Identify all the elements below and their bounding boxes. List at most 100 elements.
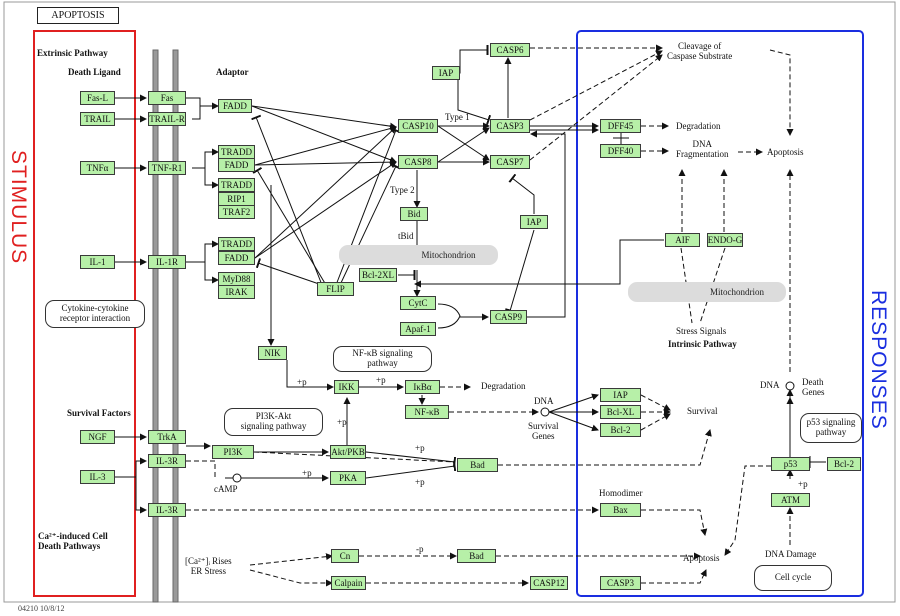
node-ngf[interactable]: NGF (80, 430, 115, 444)
node-iap-top[interactable]: IAP (432, 66, 460, 80)
node-bax[interactable]: Bax (600, 503, 641, 517)
label-cleavage: Cleavage of Caspase Substrate (667, 41, 733, 61)
node-casp3[interactable]: CASP3 (490, 119, 530, 133)
label-camp: cAMP (214, 484, 238, 494)
label-stress-signals: Stress Signals (676, 326, 727, 336)
node-endo-g[interactable]: ENDO-G (707, 233, 743, 247)
node-cytc[interactable]: CytC (400, 296, 436, 310)
label-survival: Survival (687, 406, 718, 416)
node-nf-kb[interactable]: NF-κB (405, 405, 449, 419)
node-trail[interactable]: TRAIL (80, 112, 115, 126)
responses-label: RESPONSES (867, 290, 890, 430)
node-trail-r[interactable]: TRAIL-R (148, 112, 186, 126)
mitochondrion-left: Mitochondrion (339, 245, 498, 265)
node-dff40[interactable]: DFF40 (600, 144, 641, 158)
node-il-3r[interactable]: IL-3R (148, 454, 186, 468)
node-trka[interactable]: TrkA (148, 430, 186, 444)
label-degradation-2: Degradation (481, 381, 526, 391)
label-apoptosis-2: Apoptosis (683, 553, 720, 563)
node-il-3r-2[interactable]: IL-3R (148, 503, 186, 517)
label-type1: Type 1 (445, 112, 470, 122)
node-traf2[interactable]: TRAF2 (218, 205, 255, 219)
node-aif[interactable]: AIF (665, 233, 700, 247)
node-bid[interactable]: Bid (400, 207, 428, 221)
node-tradd-3[interactable]: TRADD (218, 237, 255, 251)
link-cell-cycle[interactable]: Cell cycle (754, 565, 832, 591)
node-pi3k[interactable]: PI3K (212, 445, 254, 459)
node-irak[interactable]: IRAK (218, 285, 255, 299)
node-p53[interactable]: p53 (771, 457, 810, 471)
node-ikk[interactable]: IKK (334, 380, 359, 394)
label-dna-fragmentation: DNA Fragmentation (676, 139, 729, 159)
node-casp8[interactable]: CASP8 (398, 155, 438, 169)
node-fadd-2[interactable]: FADD (218, 158, 255, 172)
node-bcl-2-p53[interactable]: Bcl-2 (827, 457, 861, 471)
node-dff45[interactable]: DFF45 (600, 119, 641, 133)
label-p-atm: +p (798, 479, 808, 489)
node-bcl-xl-r[interactable]: Bcl-XL (600, 405, 641, 419)
node-pka[interactable]: PKA (330, 471, 366, 485)
node-casp10[interactable]: CASP10 (398, 119, 438, 133)
label-dna-damage: DNA Damage (765, 549, 817, 559)
node-tradd-2[interactable]: TRADD (218, 178, 255, 192)
label-tbid: tBid (398, 231, 414, 241)
node-flip[interactable]: FLIP (317, 282, 354, 296)
node-atm[interactable]: ATM (771, 493, 810, 507)
label-p-cn: -p (416, 544, 424, 554)
node-casp12[interactable]: CASP12 (530, 576, 568, 590)
node-fas-l[interactable]: Fas-L (80, 91, 115, 105)
label-death-genes: Death Genes (802, 377, 825, 397)
node-casp7[interactable]: CASP7 (490, 155, 530, 169)
node-bcl2xl-mito[interactable]: Bcl-2XL (359, 268, 397, 282)
diagram-title: APOPTOSIS (37, 7, 119, 24)
node-iap-r[interactable]: IAP (600, 388, 641, 402)
node-cn[interactable]: Cn (331, 549, 359, 563)
outer-frame (3, 1, 896, 603)
label-dna-2: DNA (760, 380, 780, 390)
mitochondrion-right: Mitochondrion (628, 282, 786, 302)
node-fadd-1[interactable]: FADD (218, 99, 252, 113)
node-il-3[interactable]: IL-3 (80, 470, 115, 484)
node-tradd-1[interactable]: TRADD (218, 145, 255, 159)
node-il-1[interactable]: IL-1 (80, 255, 115, 269)
node-apaf1[interactable]: Apaf-1 (400, 322, 436, 336)
node-bad-2[interactable]: Bad (457, 549, 496, 563)
node-myd88[interactable]: MyD88 (218, 272, 255, 286)
label-p-akt: +p (337, 417, 347, 427)
node-ikba[interactable]: IκBα (405, 380, 440, 394)
label-apoptosis-1: Apoptosis (767, 147, 804, 157)
node-nik[interactable]: NIK (258, 346, 287, 360)
responses-box (576, 30, 864, 597)
node-fadd-3[interactable]: FADD (218, 251, 255, 265)
node-bcl-2-r[interactable]: Bcl-2 (600, 423, 641, 437)
node-iap-mid[interactable]: IAP (520, 215, 548, 229)
label-p-pka: +p (415, 477, 425, 487)
footer-code: 04210 10/8/12 (18, 604, 65, 613)
label-homodimer: Homodimer (599, 488, 643, 498)
label-p-ikk1: +p (297, 377, 307, 387)
header-survival-factors: Survival Factors (67, 408, 131, 418)
node-tnfa[interactable]: TNFα (80, 161, 115, 175)
node-il-1r[interactable]: IL-1R (148, 255, 186, 269)
link-nfkb-signaling[interactable]: NF-κB signaling pathway (333, 346, 432, 372)
link-cytokine-receptor[interactable]: Cytokine-cytokine receptor interaction (45, 300, 145, 328)
node-casp9[interactable]: CASP9 (490, 310, 527, 324)
link-pi3k-akt-signaling[interactable]: PI3K-Akt signaling pathway (224, 408, 323, 436)
header-death-ligand: Death Ligand (68, 67, 121, 77)
header-adaptor: Adaptor (216, 67, 249, 77)
node-rip1[interactable]: RIP1 (218, 192, 255, 206)
node-calpain[interactable]: Calpain (331, 576, 366, 590)
membrane-left (152, 49, 159, 603)
node-casp6[interactable]: CASP6 (490, 43, 530, 57)
link-p53-signaling[interactable]: p53 signaling pathway (800, 413, 862, 443)
node-fas[interactable]: Fas (148, 91, 186, 105)
node-bad-1[interactable]: Bad (457, 458, 498, 472)
header-ca-pathways: Ca²⁺-induced Cell Death Pathways (38, 531, 108, 551)
node-casp3-b[interactable]: CASP3 (600, 576, 641, 590)
node-tnf-r1[interactable]: TNF-R1 (148, 161, 186, 175)
label-p-pka2: +p (302, 468, 312, 478)
membrane-right (172, 49, 179, 603)
node-akt-pkb[interactable]: Akt/PKB (330, 445, 366, 459)
